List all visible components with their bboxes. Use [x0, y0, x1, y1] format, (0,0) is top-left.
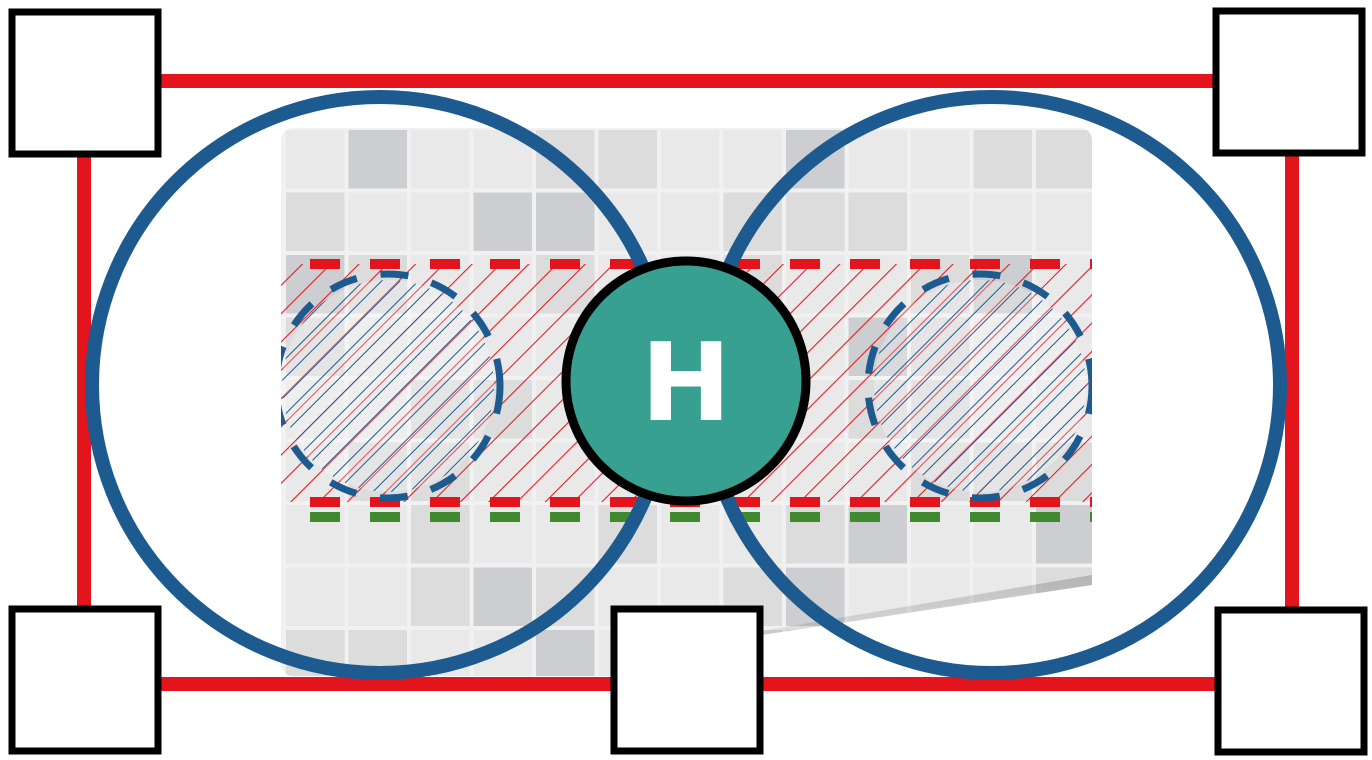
right-small-circle-group	[864, 270, 1092, 502]
right-dashed-circle	[864, 270, 1092, 502]
grid-tile	[286, 567, 345, 626]
grid-tile	[411, 130, 470, 189]
handle-bottom-left[interactable]	[8, 605, 162, 755]
handle-top-left[interactable]	[8, 8, 162, 158]
grid-tile	[973, 130, 1032, 189]
center-badge[interactable]: H	[561, 256, 811, 506]
grid-tile	[786, 192, 845, 251]
grid-tile	[411, 567, 470, 626]
grid-tile	[286, 192, 345, 251]
grid-tile	[348, 192, 407, 251]
grid-tile	[473, 192, 532, 251]
grid-tile	[598, 130, 657, 189]
grid-tile	[286, 130, 345, 189]
grid-tile	[1036, 192, 1092, 251]
grid-tile	[661, 192, 720, 251]
grid-tile	[723, 130, 782, 189]
grid-tile	[973, 192, 1032, 251]
handle-bottom-right[interactable]	[1214, 606, 1368, 756]
handle-top-right[interactable]	[1212, 7, 1366, 157]
grid-tile	[536, 192, 595, 251]
grid-tile	[911, 192, 970, 251]
grid-tile	[348, 567, 407, 626]
grid-tile	[536, 630, 595, 676]
left-small-circle-group	[281, 270, 504, 502]
left-dashed-circle	[281, 270, 504, 502]
grid-tile	[911, 130, 970, 189]
grid-tile	[473, 567, 532, 626]
center-badge-label: H	[641, 321, 731, 446]
grid-tile	[1036, 130, 1092, 189]
grid-tile	[411, 192, 470, 251]
grid-tile	[348, 130, 407, 189]
grid-tile	[848, 192, 907, 251]
grid-tile	[661, 130, 720, 189]
center-badge-circle	[561, 256, 811, 506]
handle-bottom-center[interactable]	[610, 605, 764, 755]
grid-tile	[848, 130, 907, 189]
